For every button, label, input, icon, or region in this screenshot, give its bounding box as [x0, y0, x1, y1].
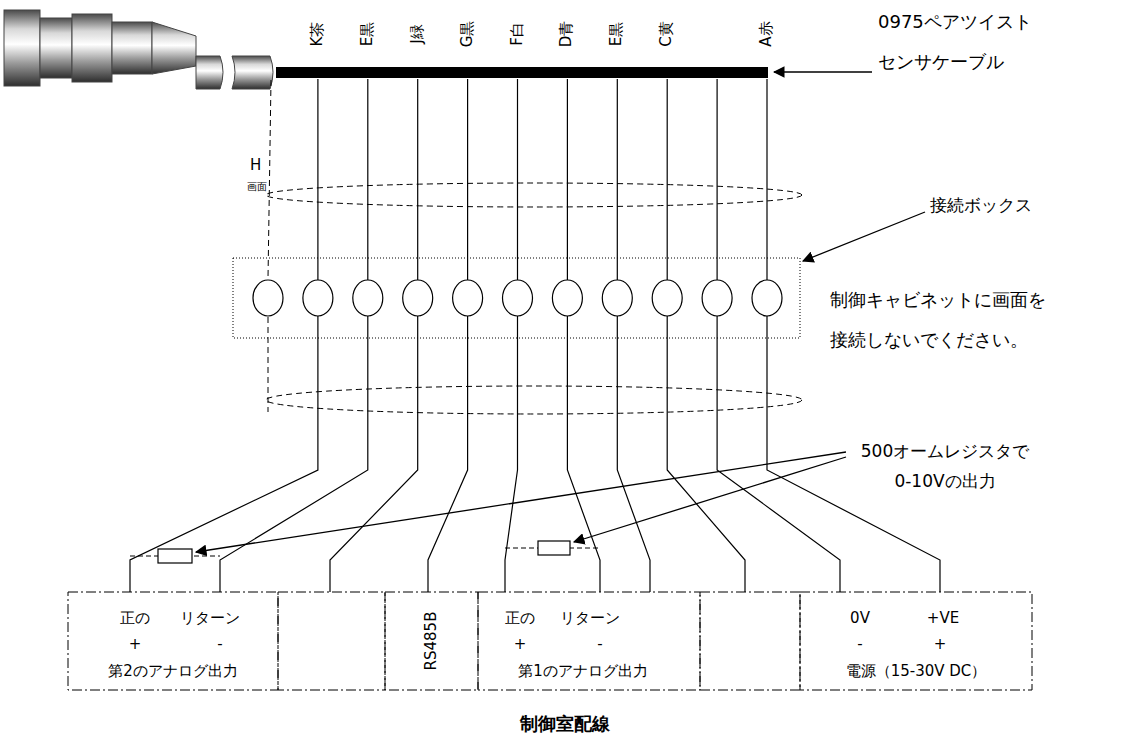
terminal-text: +VE	[927, 609, 959, 627]
cable-bundle	[266, 386, 802, 414]
wire-label: G黒	[458, 21, 478, 48]
leader-arrow	[774, 71, 872, 72]
terminal-text: -	[857, 635, 862, 653]
plug-body	[40, 18, 72, 78]
wire-label: J緑	[408, 24, 428, 43]
box-border	[68, 592, 278, 690]
box-border	[800, 592, 1032, 690]
terminal-text: RS485B	[422, 612, 440, 671]
wire-label: C黄	[657, 21, 677, 46]
wire	[517, 79, 518, 280]
cable-stub	[196, 56, 223, 89]
wire	[220, 316, 368, 592]
wire	[617, 79, 618, 280]
terminal-circle	[503, 280, 533, 316]
wire	[428, 316, 468, 592]
wire	[716, 79, 717, 280]
callout-text: センサケーブル	[878, 50, 1004, 73]
wire-label: E黒	[358, 22, 378, 46]
wire-label: A赤	[757, 21, 777, 46]
terminal-circle	[702, 280, 732, 316]
callout-text: H	[250, 156, 261, 176]
terminal-circle	[303, 280, 333, 316]
terminal-circle	[453, 280, 483, 316]
plug-ring	[72, 14, 112, 82]
terminal-text: 正の	[120, 609, 150, 627]
wire	[717, 316, 840, 592]
wire	[417, 79, 418, 280]
terminal-text: リターン	[560, 609, 620, 627]
empty-boxes	[278, 592, 800, 690]
terminal-text: 0V	[850, 609, 870, 627]
leader-arrow	[196, 452, 846, 552]
box-border	[385, 592, 478, 690]
terminal-text: +	[934, 635, 947, 653]
terminal-circle	[552, 280, 582, 316]
cable-bundle	[266, 183, 802, 207]
terminal-box	[278, 592, 385, 690]
terminal-text: -	[217, 635, 222, 653]
leader-arrow	[574, 457, 846, 542]
wire	[567, 79, 568, 280]
wire-label: F白	[508, 22, 528, 46]
terminal-circle	[752, 280, 782, 316]
terminal-text: リターン	[180, 609, 240, 627]
connector-plug	[4, 10, 273, 89]
wire	[505, 316, 518, 592]
callout-text: 500オームレジスタで 0-10Vの出力	[850, 436, 1040, 496]
callout-text: 画面	[247, 180, 267, 193]
wire-label: D青	[558, 21, 578, 48]
caption: 制御室配線	[520, 712, 610, 735]
callout-text: 0975ペアツイスト	[878, 10, 1032, 33]
wire	[330, 316, 418, 592]
terminal-text: 第2のアナログ出力	[108, 662, 238, 680]
terminal-box: RS485B	[385, 592, 478, 690]
terminal-text: 正の	[505, 609, 535, 627]
wire	[367, 79, 368, 280]
terminal-text: 電源（15-30V DC）	[846, 662, 987, 680]
callout-text: 制御キャビネットに画面を 接続しないでください。	[830, 280, 1130, 360]
leader-arrows	[196, 72, 925, 552]
terminal-circle	[652, 280, 682, 316]
resistors	[130, 541, 600, 563]
wire	[667, 79, 668, 280]
terminal-box: 正の リターン + - 第1のアナログ出力	[478, 592, 700, 690]
wire	[130, 316, 318, 592]
sensor-cable-bar	[276, 67, 768, 78]
knurled-nut	[4, 10, 40, 86]
wire	[766, 79, 767, 280]
plug-sleeve	[112, 22, 152, 74]
terminal-text: 第1のアナログ出力	[518, 662, 648, 680]
wire	[667, 316, 745, 592]
terminal-box	[700, 592, 800, 690]
wire	[467, 79, 468, 280]
callout-text: 接続ボックス	[930, 194, 1032, 216]
resistor-symbol	[538, 541, 570, 555]
terminal-text: +	[129, 635, 142, 653]
wire	[617, 316, 650, 592]
wires	[130, 79, 940, 592]
box-border	[478, 592, 700, 690]
cable-end	[232, 56, 273, 89]
wire-label: E黒	[608, 22, 628, 46]
screen-wire	[268, 80, 271, 279]
plug-taper	[152, 22, 196, 74]
wire	[317, 79, 318, 280]
terminal-text: +	[514, 635, 527, 653]
terminal-circle	[602, 280, 632, 316]
terminal-text: -	[597, 635, 602, 653]
leader-arrow	[803, 212, 925, 261]
terminals	[253, 280, 782, 316]
terminal-box: 0V +VE - + 電源（15-30V DC）	[800, 592, 1032, 690]
terminal-box: 正の リターン + - 第2のアナログ出力	[68, 592, 278, 690]
resistor-symbol	[158, 549, 192, 563]
wire	[567, 316, 600, 592]
terminal-circle	[403, 280, 433, 316]
terminal-circle	[253, 280, 283, 316]
wire-label: K茶	[308, 22, 328, 47]
terminal-circle	[353, 280, 383, 316]
